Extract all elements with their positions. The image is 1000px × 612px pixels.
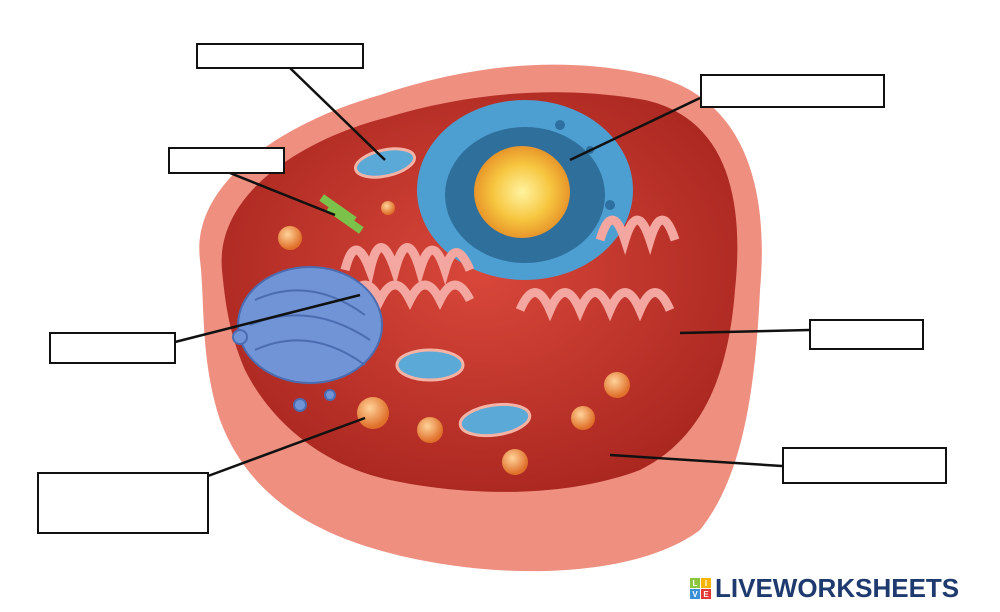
label-box-centriole[interactable] (168, 147, 285, 174)
label-input[interactable] (198, 45, 362, 67)
logo-text: LIVEWORKSHEETS (715, 573, 960, 603)
label-box-golgi[interactable] (49, 332, 176, 364)
endoplasmic-reticulum (340, 215, 680, 322)
vesicles (278, 201, 630, 475)
label-box-nucleus[interactable] (700, 74, 885, 108)
label-input[interactable] (784, 449, 945, 482)
golgi-apparatus (232, 266, 383, 412)
label-box-vesicle[interactable] (37, 472, 209, 534)
tile: E (701, 589, 711, 599)
label-input[interactable] (702, 76, 883, 106)
tile: L (690, 578, 700, 588)
nucleus (417, 100, 633, 280)
live-tiles-icon: L I V E (690, 578, 711, 599)
centriole (319, 194, 364, 234)
tile: I (701, 578, 711, 588)
pointer-lines (174, 67, 810, 478)
label-box-cytoplasm[interactable] (809, 319, 924, 350)
tile: V (690, 589, 700, 599)
mitochondria (354, 147, 532, 438)
label-input[interactable] (170, 149, 283, 172)
label-box-mitochondrion[interactable] (196, 43, 364, 69)
liveworksheets-logo: L I V E LIVEWORKSHEETS (690, 573, 959, 604)
label-input[interactable] (51, 334, 174, 362)
label-input[interactable] (811, 321, 922, 348)
label-input[interactable] (39, 474, 207, 532)
label-box-cell-membrane[interactable] (782, 447, 947, 484)
